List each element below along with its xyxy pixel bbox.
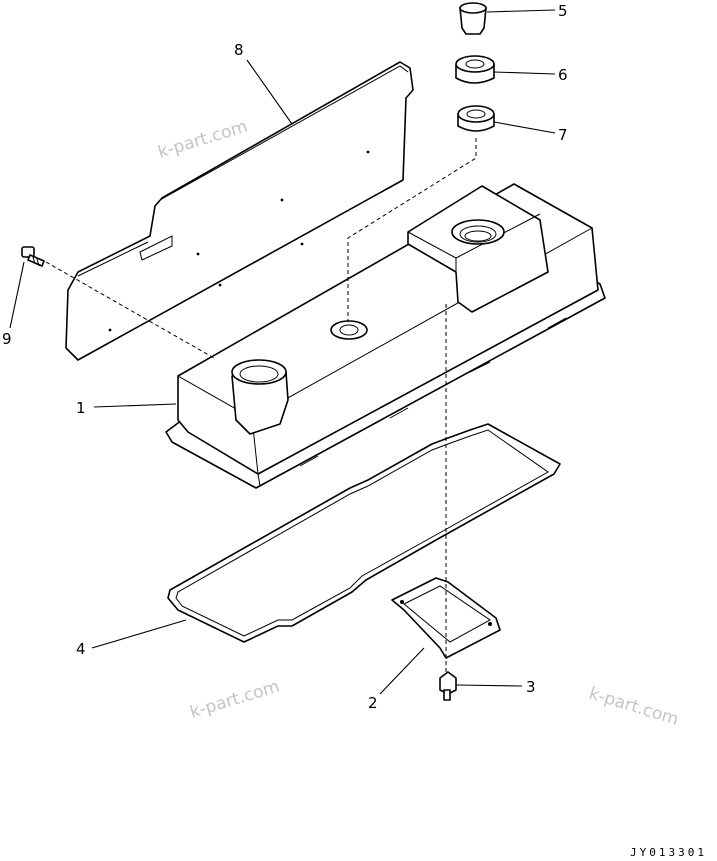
callout-2: 2: [368, 694, 378, 712]
callout-7: 7: [558, 126, 568, 144]
part-6-ring: [455, 55, 495, 84]
callout-4: 4: [76, 640, 86, 658]
assembly-lines: [45, 138, 477, 672]
callout-9: 9: [2, 330, 12, 348]
watermark: k-part.com: [587, 684, 681, 730]
part-5-cap: [459, 2, 487, 35]
callout-5: 5: [558, 2, 568, 20]
part-7-ring: [457, 105, 495, 132]
part-4-gasket: [167, 423, 561, 643]
part-8-plate: [65, 61, 414, 361]
part-1-valve-cover: [165, 183, 606, 489]
watermark: k-part.com: [188, 677, 282, 723]
leader-lines: [9, 9, 556, 695]
callout-1: 1: [76, 399, 86, 417]
drawing-code: JY013301: [630, 846, 707, 859]
part-2-bracket: [391, 577, 501, 659]
callout-8: 8: [234, 41, 244, 59]
callout-3: 3: [526, 678, 536, 696]
part-9-bolt: [21, 246, 45, 267]
part-3-bolt: [439, 671, 457, 701]
callout-6: 6: [558, 66, 568, 84]
